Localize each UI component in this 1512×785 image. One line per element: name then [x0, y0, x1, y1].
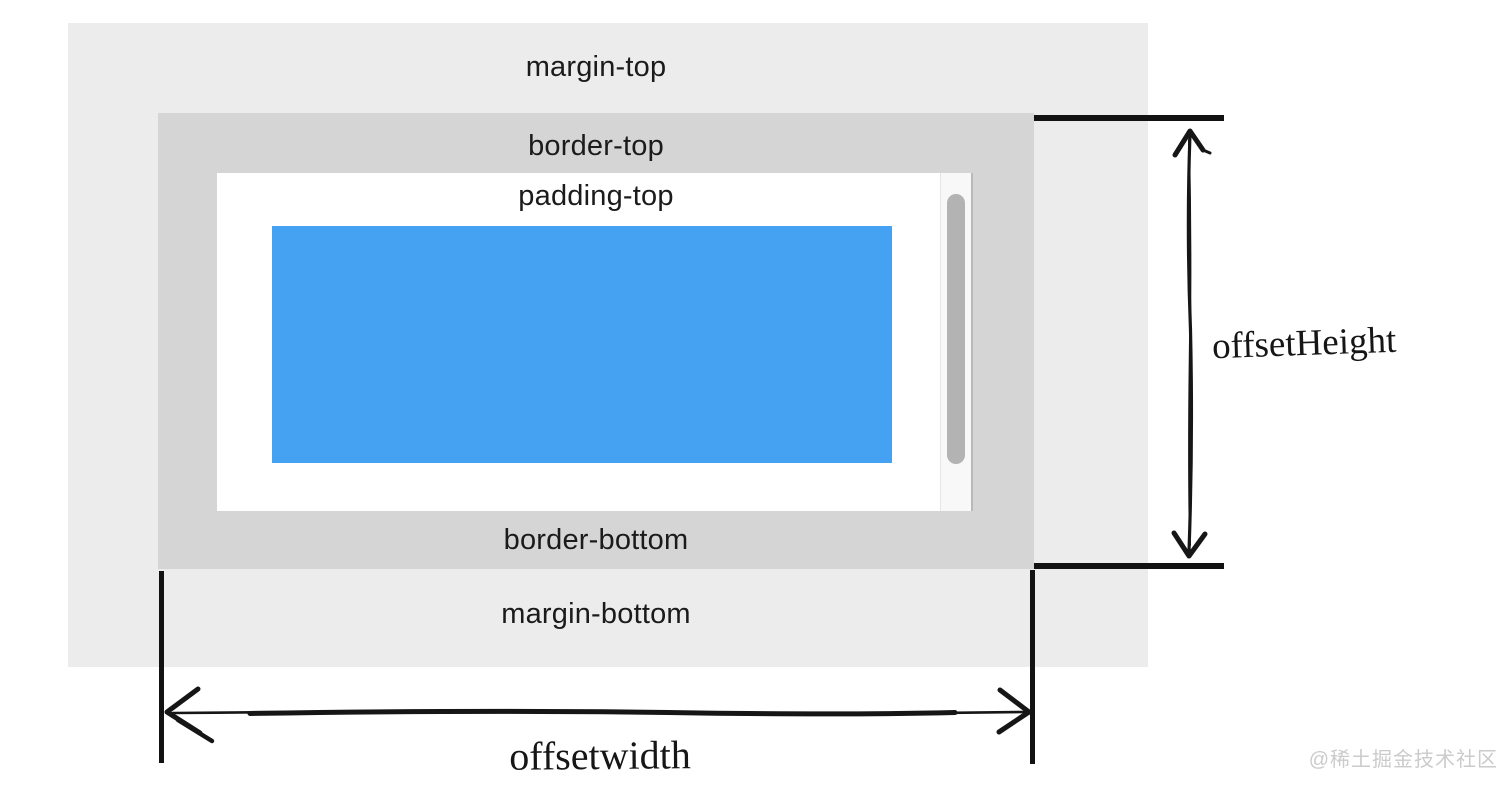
offset-height-bottom-tick-line	[1034, 563, 1224, 569]
scrollbar-thumb-icon	[947, 194, 965, 464]
offset-width-label: offsetwidth	[509, 732, 691, 779]
border-top-label: border-top	[528, 130, 664, 162]
community-watermark: @稀土掘金技术社区	[1308, 749, 1498, 771]
border-bottom-label: border-bottom	[503, 524, 689, 556]
margin-top-label: margin-top	[525, 51, 667, 83]
content-area-box	[272, 226, 892, 463]
offset-width-right-tick-line	[1030, 570, 1035, 764]
offset-height-top-tick-line	[1034, 115, 1224, 121]
padding-top-label: padding-top	[518, 180, 674, 212]
margin-bottom-label: margin-bottom	[501, 598, 691, 630]
offset-width-left-tick-line	[159, 571, 164, 763]
offset-height-label: offsetHeight	[1211, 319, 1397, 368]
offset-height-arrow-icon	[1171, 128, 1212, 559]
